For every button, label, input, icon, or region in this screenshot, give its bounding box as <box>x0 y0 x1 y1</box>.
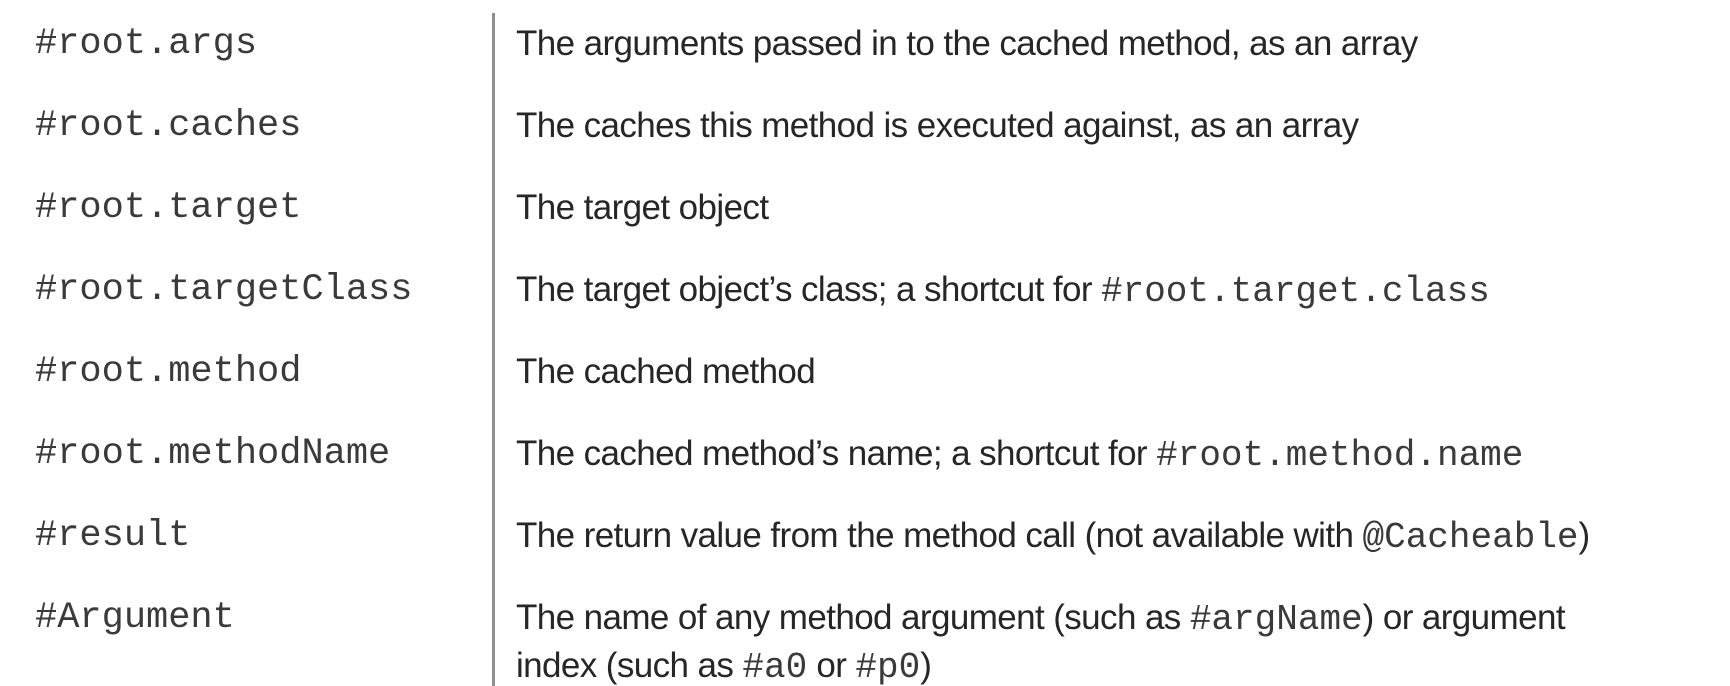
inline-code: #root.target.class <box>1101 271 1490 312</box>
inline-code: #p0 <box>855 647 921 686</box>
table-row: #root.target The target object <box>0 177 1730 259</box>
description-cell: The target object <box>492 177 1730 259</box>
inline-code: #root.method.name <box>1156 435 1524 476</box>
description-text: The return value from the method call (n… <box>516 516 1363 555</box>
table-row: #root.args The arguments passed in to the… <box>0 13 1730 95</box>
description-text: ) <box>1578 516 1591 555</box>
description-cell: The cached method’s name; a shortcut for… <box>492 423 1730 505</box>
description-text: ) <box>920 646 932 685</box>
description-text: The target object <box>516 188 769 227</box>
table-row: #root.method The cached method <box>0 341 1730 423</box>
table-row: #result The return value from the method … <box>0 505 1730 587</box>
expression-code: #root.targetClass <box>35 269 413 311</box>
description-text: or <box>807 646 856 685</box>
description-text: index (such as <box>516 646 743 685</box>
inline-code: #a0 <box>742 647 808 686</box>
table-row: #root.methodName The cached method’s name… <box>0 423 1730 505</box>
column-divider <box>492 13 495 686</box>
expression-cell: #result <box>0 505 492 587</box>
description-cell: The return value from the method call (n… <box>492 505 1730 587</box>
description-text: The caches this method is executed again… <box>516 106 1359 145</box>
description-text: The name of any method argument (such as <box>516 598 1190 637</box>
expression-cell: #Argument <box>0 587 492 686</box>
expression-code: #root.target <box>35 187 302 229</box>
expression-cell: #root.methodName <box>0 423 492 505</box>
description-text: The arguments passed in to the cached me… <box>516 24 1418 63</box>
description-text: ) or argument <box>1362 598 1566 637</box>
inline-code: @Cacheable <box>1362 517 1579 558</box>
expression-code: #Argument <box>35 597 235 639</box>
table-row: #Argument The name of any method argument… <box>0 587 1730 686</box>
description-cell: The arguments passed in to the cached me… <box>492 13 1730 95</box>
expression-cell: #root.target <box>0 177 492 259</box>
inline-code: #argName <box>1189 599 1363 640</box>
description-cell: The caches this method is executed again… <box>492 95 1730 177</box>
table-row: #root.caches The caches this method is ex… <box>0 95 1730 177</box>
table-row: #root.targetClass The target object’s cla… <box>0 259 1730 341</box>
description-cell: The name of any method argument (such as… <box>492 587 1730 686</box>
expression-code: #root.method <box>35 351 302 393</box>
description-cell: The target object’s class; a shortcut fo… <box>492 259 1730 341</box>
description-text: The target object’s class; a shortcut fo… <box>516 270 1101 309</box>
expression-code: #root.caches <box>35 105 302 147</box>
expression-cell: #root.args <box>0 13 492 95</box>
expression-code: #root.methodName <box>35 433 391 475</box>
description-text: The cached method’s name; a shortcut for <box>516 434 1157 473</box>
expression-cell: #root.method <box>0 341 492 423</box>
expression-code: #result <box>35 515 191 557</box>
expression-cell: #root.caches <box>0 95 492 177</box>
description-cell: The cached method <box>492 341 1730 423</box>
description-text: The cached method <box>516 352 816 391</box>
expression-cell: #root.targetClass <box>0 259 492 341</box>
expression-code: #root.args <box>35 23 258 65</box>
